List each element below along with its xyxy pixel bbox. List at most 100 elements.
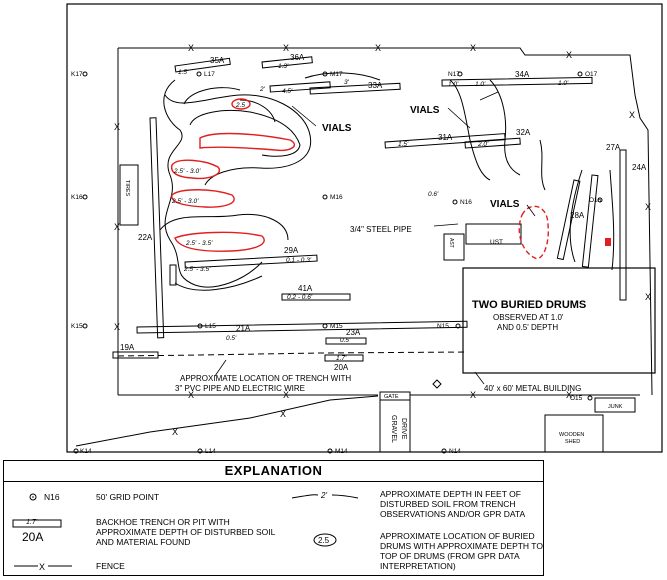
svg-text:O17: O17	[585, 71, 598, 78]
svg-text:X: X	[188, 390, 194, 400]
svg-text:X: X	[470, 390, 476, 400]
metal-building	[462, 267, 656, 374]
pvc-trench-line	[117, 351, 469, 357]
svg-text:28A: 28A	[570, 211, 585, 220]
svg-text:29A: 29A	[284, 246, 299, 255]
drums-title: TWO BURIED DRUMS	[472, 299, 586, 311]
fence-symbol: X	[14, 561, 72, 572]
depth-labels: 1.5' 1.3' 4.5' 1.0' 1.0' 1.0' 2.5 2.5' -…	[171, 63, 569, 362]
svg-text:X: X	[114, 322, 120, 332]
wooden-shed	[544, 397, 636, 453]
svg-text:1.5': 1.5'	[178, 69, 189, 76]
svg-text:X: X	[280, 409, 286, 419]
annotations: VIALS VIALS VIALS 3/4" STEEL PIPE TWO BU…	[124, 105, 623, 445]
svg-text:21A: 21A	[236, 324, 251, 333]
diamond-marker	[432, 379, 442, 389]
legend-contour-desc: APPROXIMATE DEPTH IN FEET OF DISTURBED S…	[380, 489, 526, 519]
ast-label: AST	[448, 238, 454, 248]
drums-sub2: AND 0.5' DEPTH	[497, 323, 558, 332]
legend-fence-desc: FENCE	[96, 561, 125, 571]
svg-text:X: X	[39, 562, 45, 572]
svg-text:2.5' - 3.5': 2.5' - 3.5'	[185, 240, 213, 247]
svg-text:34A: 34A	[515, 70, 530, 79]
svg-text:2': 2'	[320, 491, 327, 500]
svg-text:M14: M14	[335, 448, 348, 455]
svg-text:1.5': 1.5'	[398, 141, 409, 148]
svg-text:36A: 36A	[290, 53, 305, 62]
legend-grid-desc: 50' GRID POINT	[96, 492, 160, 502]
svg-text:19A: 19A	[120, 343, 135, 352]
drums-sub1: OBSERVED AT 1.0'	[493, 313, 564, 322]
svg-text:1.0': 1.0'	[475, 81, 486, 88]
grid-points	[73, 71, 603, 454]
ust-label: UST	[490, 239, 503, 246]
svg-text:L15: L15	[205, 323, 216, 330]
drum-symbol: 2.5	[313, 533, 337, 547]
svg-text:0.5': 0.5'	[340, 337, 351, 344]
svg-text:X: X	[172, 427, 178, 437]
shed-label-1: WOODEN	[559, 432, 584, 438]
grid-point-labels: K17 L17 M17 N17 O17 K16 M16 N16 O16 K15 …	[71, 71, 602, 455]
svg-text:33A: 33A	[368, 81, 383, 90]
svg-text:K15: K15	[71, 323, 83, 330]
svg-text:M17: M17	[330, 71, 343, 78]
svg-text:1.0': 1.0'	[558, 80, 569, 87]
svg-text:K16: K16	[71, 194, 83, 201]
svg-text:K17: K17	[71, 71, 83, 78]
svg-text:N14: N14	[449, 448, 461, 455]
tires-area	[119, 164, 139, 226]
shed-label-2: SHED	[565, 439, 580, 445]
legend-trench-desc: BACKHOE TRENCH OR PIT WITH APPROXIMATE D…	[96, 517, 275, 547]
trenches	[112, 56, 627, 362]
trench-ids: 35A 36A 33A 34A 31A 32A 27A 28A 29A 41A …	[120, 53, 647, 372]
gate-label: GATE	[384, 394, 399, 400]
svg-text:O15: O15	[570, 395, 583, 402]
svg-text:O16: O16	[589, 197, 602, 204]
svg-text:N15: N15	[437, 323, 449, 330]
svg-text:L17: L17	[204, 71, 215, 78]
vials-label-1: VIALS	[322, 123, 352, 134]
trench-note-1: APPROXIMATE LOCATION OF TRENCH WITH	[180, 374, 351, 383]
svg-text:3': 3'	[344, 79, 350, 86]
svg-text:N16: N16	[460, 199, 472, 206]
legend-divider	[4, 481, 543, 482]
depth-contours	[159, 72, 615, 291]
svg-text:27A: 27A	[606, 143, 621, 152]
svg-text:X: X	[470, 43, 476, 53]
legend-drum-desc: APPROXIMATE LOCATION OF BURIED DRUMS WIT…	[380, 531, 543, 571]
svg-text:22A: 22A	[138, 233, 153, 242]
svg-text:X: X	[188, 43, 194, 53]
svg-text:2.5' - 3.0': 2.5' - 3.0'	[173, 168, 201, 175]
svg-text:X: X	[283, 43, 289, 53]
map-border	[66, 3, 663, 453]
svg-text:M15: M15	[330, 323, 343, 330]
vials-label-2: VIALS	[410, 105, 440, 116]
trench-note-2: 3" PVC PIPE AND ELECTRIC WIRE	[175, 384, 305, 393]
svg-text:2.0': 2.0'	[477, 141, 489, 148]
contour-symbol: 2'	[291, 491, 359, 500]
building-label: 40' x 60' METAL BUILDING	[484, 384, 581, 393]
svg-text:2.5: 2.5	[235, 102, 245, 109]
steel-pipe-label: 3/4" STEEL PIPE	[350, 225, 412, 234]
svg-text:X: X	[645, 292, 651, 302]
svg-text:23A: 23A	[346, 328, 361, 337]
svg-text:4.5': 4.5'	[282, 88, 293, 95]
svg-text:X: X	[566, 390, 572, 400]
svg-text:M16: M16	[330, 194, 343, 201]
svg-text:0.5': 0.5'	[226, 335, 237, 342]
grid-point-symbol	[29, 493, 37, 501]
svg-text:X: X	[283, 390, 289, 400]
svg-text:2': 2'	[259, 86, 266, 93]
vials-label-3: VIALS	[490, 199, 520, 210]
svg-text:0.1 - 0.3': 0.1 - 0.3'	[286, 257, 312, 264]
svg-text:K14: K14	[80, 448, 92, 455]
svg-text:31A: 31A	[438, 133, 453, 142]
svg-text:1.0': 1.0'	[448, 81, 459, 88]
fence-line	[75, 47, 653, 447]
trench-symbol	[12, 519, 62, 528]
svg-text:1.7': 1.7'	[336, 355, 347, 362]
svg-text:2.5' - 3.5': 2.5' - 3.5'	[183, 266, 211, 273]
svg-text:0.6': 0.6'	[428, 191, 439, 198]
svg-text:X: X	[114, 122, 120, 132]
svg-text:0.2 - 0.6': 0.2 - 0.6'	[287, 294, 313, 301]
